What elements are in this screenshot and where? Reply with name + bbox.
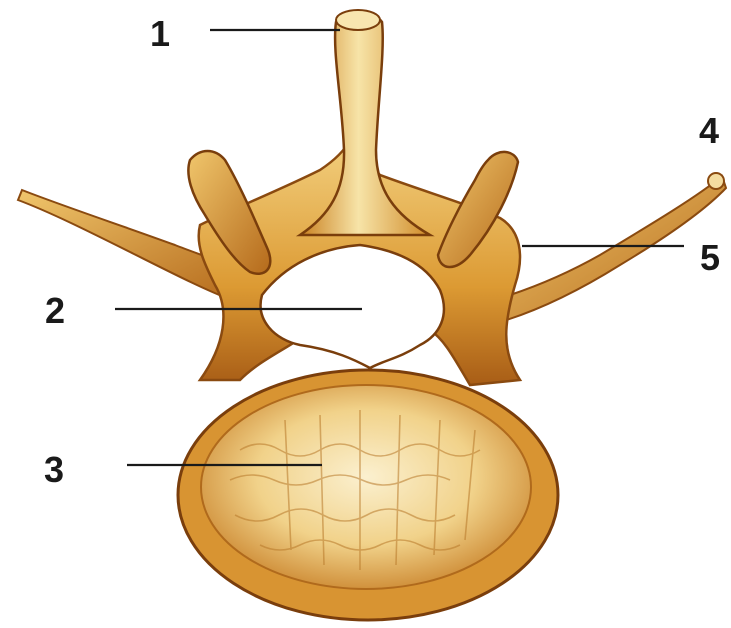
right-process-tip: [708, 173, 724, 189]
label-3: 3: [44, 449, 64, 490]
label-1: 1: [150, 13, 170, 54]
label-4: 4: [699, 110, 719, 151]
right-transverse-process: [500, 176, 726, 322]
label-2: 2: [45, 290, 65, 331]
spinous-tip: [336, 10, 380, 30]
label-5: 5: [700, 237, 720, 278]
vertebral-body-surface: [201, 385, 531, 589]
